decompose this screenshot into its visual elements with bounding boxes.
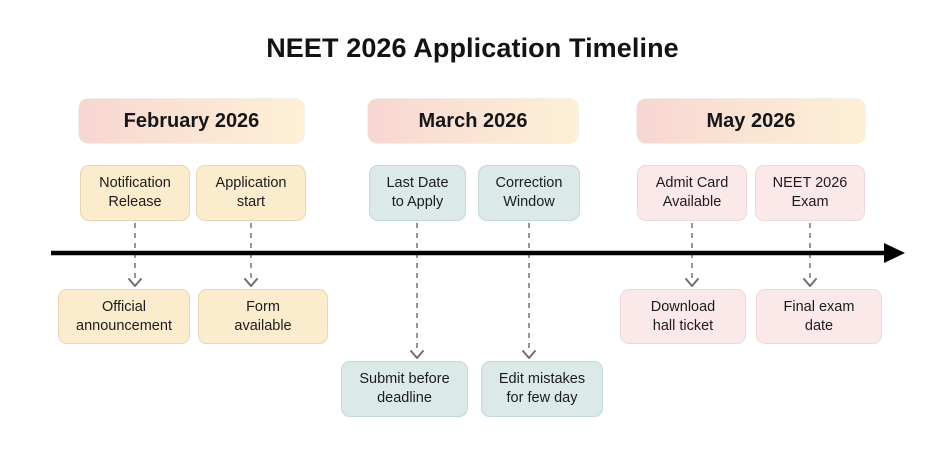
detail-line-2: date (804, 317, 834, 334)
milestone-box-text: Admit Card Available (656, 174, 729, 211)
detail-line-1: Edit mistakes (498, 371, 586, 388)
detail-box-edit-mistakes[interactable]: Edit mistakes for few day (481, 361, 603, 417)
detail-box-text: Download hall ticket (651, 298, 716, 335)
milestone-line-2: Available (662, 194, 722, 210)
milestone-box-neet-2026-exam[interactable]: NEET 2026 Exam (755, 165, 865, 221)
month-header-march: March 2026 (368, 99, 578, 143)
milestone-box-text: NEET 2026 Exam (773, 174, 848, 211)
month-header-label: March 2026 (418, 109, 528, 132)
detail-line-2: for few day (506, 390, 578, 406)
milestone-line-1: Admit Card (655, 175, 729, 192)
milestone-box-application-start[interactable]: Application start (196, 165, 306, 221)
month-header-label: February 2026 (123, 109, 260, 132)
detail-box-download-hall-ticket[interactable]: Download hall ticket (620, 289, 746, 344)
page-title: NEET 2026 Application Timeline (266, 33, 679, 63)
milestone-line-1: Correction (495, 175, 563, 192)
milestone-line-1: Last Date (386, 175, 449, 192)
milestone-box-last-date-to-apply[interactable]: Last Date to Apply (369, 165, 466, 221)
milestone-line-1: Notification (99, 175, 171, 192)
detail-box-final-exam-date[interactable]: Final exam date (756, 289, 882, 344)
month-header-may: May 2026 (637, 99, 865, 143)
connector-arrowhead-icon (244, 278, 258, 287)
detail-line-1: Download (650, 298, 716, 315)
detail-box-text: Form available (234, 298, 291, 335)
milestone-box-text: Notification Release (99, 174, 171, 211)
milestone-box-text: Correction Window (496, 174, 563, 211)
detail-line-2: hall ticket (652, 317, 714, 334)
detail-line-1: Submit before (359, 371, 450, 388)
detail-box-submit-before-deadline[interactable]: Submit before deadline (341, 361, 468, 417)
connector-arrowhead-icon (410, 350, 424, 359)
detail-box-text: Edit mistakes for few day (499, 370, 585, 407)
connector-arrowhead-icon (522, 350, 536, 359)
milestone-box-text: Application start (216, 174, 287, 211)
milestone-line-1: NEET 2026 (772, 175, 848, 192)
milestone-line-1: Application (215, 175, 287, 192)
detail-box-text: Official announcement (76, 298, 172, 335)
detail-line-2: deadline (377, 390, 432, 406)
detail-line-1: Form (246, 298, 280, 315)
detail-line-2: announcement (76, 317, 172, 334)
timeline-arrowhead-icon (884, 243, 905, 263)
connector-arrowhead-icon (128, 278, 142, 287)
milestone-line-2: to Apply (391, 194, 444, 210)
milestone-line-2: Exam (791, 194, 829, 210)
detail-box-text: Final exam date (784, 298, 855, 335)
detail-box-text: Submit before deadline (359, 370, 449, 407)
milestone-box-text: Last Date to Apply (386, 174, 448, 211)
detail-box-official-announcement[interactable]: Official announcement (58, 289, 190, 344)
detail-line-1: Official (101, 298, 147, 315)
milestone-line-2: Release (108, 194, 162, 210)
month-header-february: February 2026 (79, 99, 304, 143)
detail-box-form-available[interactable]: Form available (198, 289, 328, 344)
milestone-box-notification-release[interactable]: Notification Release (80, 165, 190, 221)
milestone-line-2: start (236, 194, 266, 210)
milestone-line-2: Window (503, 194, 555, 210)
milestone-box-correction-window[interactable]: Correction Window (478, 165, 580, 221)
detail-line-2: available (234, 317, 292, 334)
detail-line-1: Final exam (783, 298, 855, 315)
month-header-label: May 2026 (706, 109, 796, 132)
milestone-box-admit-card-available[interactable]: Admit Card Available (637, 165, 747, 221)
connector-arrowhead-icon (685, 278, 699, 287)
connector-arrowhead-icon (803, 278, 817, 287)
